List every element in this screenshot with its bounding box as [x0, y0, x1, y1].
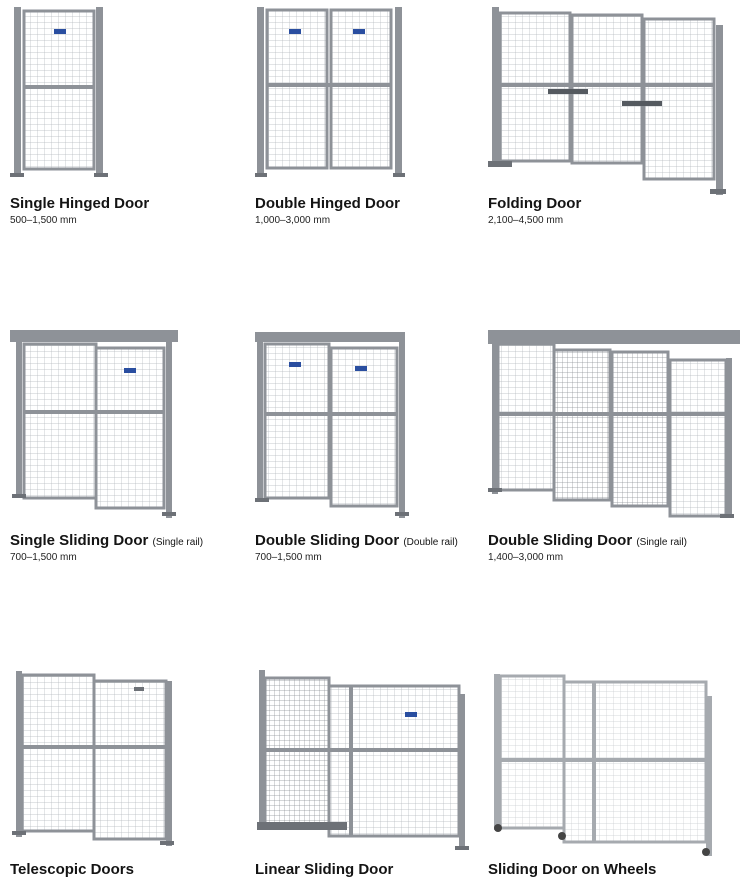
double-hinged-door-image	[255, 5, 415, 185]
single-hinged-door-image	[10, 5, 110, 185]
door-title: Double Sliding Door (Double rail)	[255, 532, 458, 549]
door-title: Telescopic Doors	[10, 861, 134, 878]
door-item-telescopic: Telescopic Doors	[10, 665, 250, 885]
door-item-folding: Folding Door 2,100–4,500 mm	[488, 5, 728, 235]
door-item-single-hinged: Single Hinged Door 500–1,500 mm	[10, 5, 250, 235]
door-title: Single Hinged Door	[10, 195, 150, 212]
telescopic-doors-image	[10, 665, 180, 850]
door-title: Folding Door	[488, 195, 582, 212]
door-size: 500–1,500 mm	[10, 215, 77, 226]
door-size: 2,100–4,500 mm	[488, 215, 564, 226]
door-item-double-hinged: Double Hinged Door 1,000–3,000 mm	[255, 5, 495, 235]
door-title: Single Sliding Door (Single rail)	[10, 532, 204, 549]
door-item-linear-sliding: Linear Sliding Door	[255, 666, 495, 886]
double-sliding-door-double-rail-image	[255, 330, 415, 520]
door-size: 700–1,500 mm	[255, 552, 322, 563]
door-item-double-sliding-double-rail: Double Sliding Door (Double rail) 700–1,…	[255, 330, 495, 570]
door-item-double-sliding-single-rail: Double Sliding Door (Single rail) 1,400–…	[488, 328, 740, 568]
door-item-sliding-on-wheels: Sliding Door on Wheels	[488, 668, 728, 888]
door-size: 700–1,500 mm	[10, 552, 77, 563]
door-title: Linear Sliding Door	[255, 861, 394, 878]
linear-sliding-door-image	[255, 666, 470, 856]
door-title: Double Hinged Door	[255, 195, 400, 212]
door-title: Sliding Door on Wheels	[488, 861, 657, 878]
sliding-door-on-wheels-image	[488, 668, 723, 858]
door-item-single-sliding: Single Sliding Door (Single rail) 700–1,…	[10, 328, 250, 568]
double-sliding-door-single-rail-image	[488, 328, 744, 528]
door-title: Double Sliding Door (Single rail)	[488, 532, 687, 549]
door-size: 1,000–3,000 mm	[255, 215, 331, 226]
door-size: 1,400–3,000 mm	[488, 552, 564, 563]
folding-door-image	[488, 5, 728, 205]
single-sliding-door-image	[10, 328, 185, 518]
